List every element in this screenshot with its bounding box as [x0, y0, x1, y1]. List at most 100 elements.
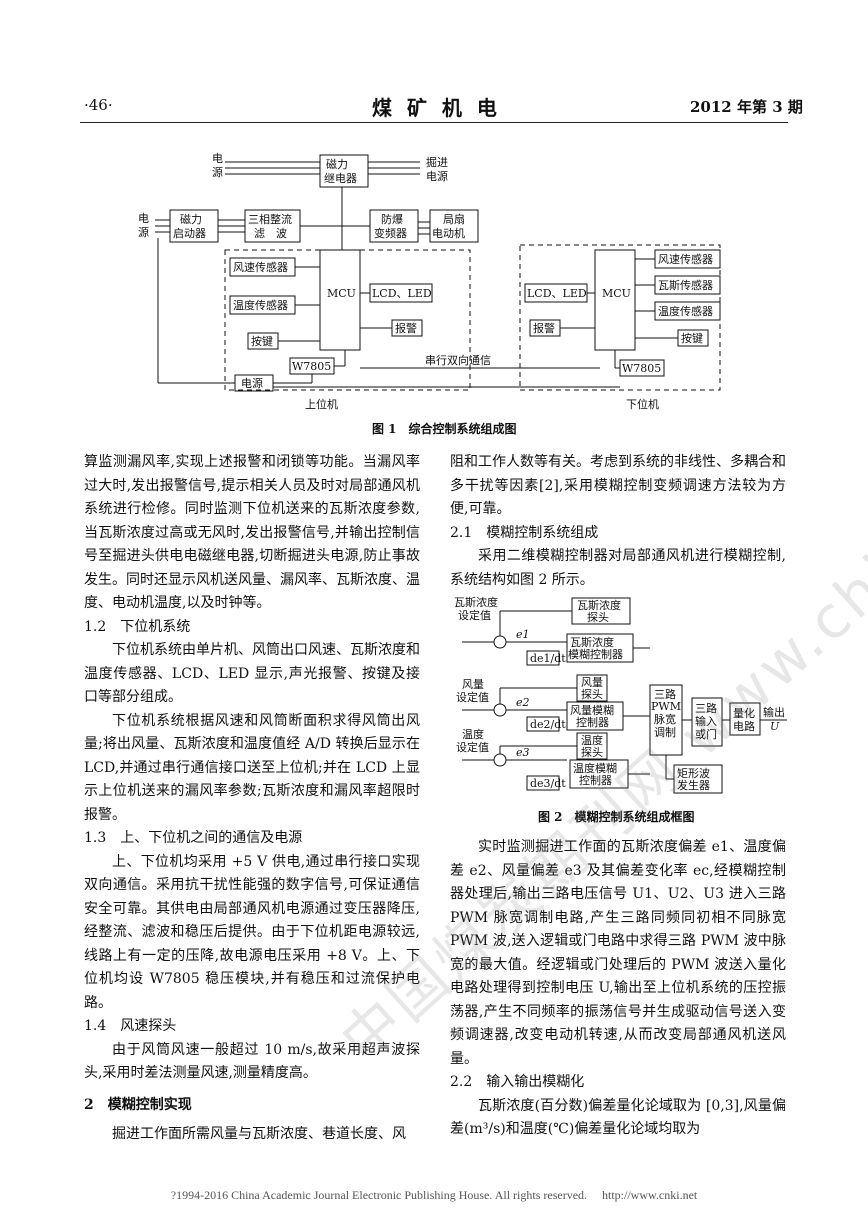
svg-text:控制器: 控制器	[576, 715, 609, 729]
section-heading: 1.2 下位机系统	[84, 618, 191, 635]
figure-1-caption: 图 1 综合控制系统组成图	[372, 422, 517, 436]
svg-text:量化: 量化	[733, 706, 755, 720]
paragraph: 阻和工作人数等有关。考虑到系统的非线性、多耦合和多干扰等因素[2],采用模糊控制…	[450, 454, 786, 517]
svg-text:de2/dt: de2/dt	[530, 718, 566, 731]
svg-text:电动机: 电动机	[432, 226, 465, 240]
svg-text:e3: e3	[516, 746, 530, 759]
svg-text:报警: 报警	[395, 321, 417, 335]
figure-1-diagram: 电 源 磁力 继电器 掘进 电源 电 源 磁力 启动器 三相整流 滤 波 防爆 …	[138, 152, 721, 411]
svg-text:温度传感器: 温度传感器	[658, 304, 713, 318]
svg-text:LCD、LED: LCD、LED	[372, 287, 432, 300]
svg-text:e1: e1	[516, 628, 530, 641]
svg-text:矩形波: 矩形波	[677, 767, 710, 780]
figure-2-caption: 图 2 模糊控制系统组成框图	[538, 810, 695, 824]
svg-text:磁力: 磁力	[326, 158, 348, 171]
svg-text:温度模糊: 温度模糊	[573, 761, 617, 775]
svg-text:变频器: 变频器	[374, 226, 407, 240]
svg-text:电源: 电源	[426, 169, 448, 183]
svg-text:或门: 或门	[695, 727, 717, 741]
svg-text:PWM: PWM	[651, 700, 681, 713]
section-heading: 2.1 模糊控制系统组成	[450, 524, 599, 541]
svg-text:U: U	[770, 720, 780, 733]
right-column-top: 阻和工作人数等有关。考虑到系统的非线性、多耦合和多干扰等因素[2],采用模糊控制…	[450, 451, 786, 592]
svg-text:电源: 电源	[241, 376, 263, 390]
svg-text:风量模糊: 风量模糊	[570, 703, 614, 717]
svg-text:温度: 温度	[462, 727, 484, 741]
paragraph: 由于风筒风速一般超过 10 m/s,故采用超声波探头,采用时差法测量风速,测量精…	[84, 1041, 420, 1082]
svg-text:风量: 风量	[462, 678, 484, 691]
svg-text:瓦斯浓度: 瓦斯浓度	[577, 598, 621, 612]
paragraph: 掘进工作面所需风量与瓦斯浓度、巷道长度、风	[112, 1126, 406, 1142]
journal-title: 煤 矿 机 电	[372, 96, 501, 120]
svg-text:源: 源	[212, 165, 223, 179]
svg-text:de1/dt: de1/dt	[530, 652, 566, 665]
svg-text:de3/dt: de3/dt	[530, 777, 566, 790]
svg-text:MCU: MCU	[602, 287, 631, 300]
svg-text:按键: 按键	[681, 331, 703, 345]
svg-text:按键: 按键	[251, 334, 273, 348]
svg-text:W7805: W7805	[292, 360, 331, 373]
svg-text:设定值: 设定值	[458, 608, 491, 622]
svg-text:LCD、LED: LCD、LED	[527, 287, 587, 300]
paragraph: 下位机系统根据风速和风筒断面积求得风筒出风量;将出风量、瓦斯浓度和温度值经 A/…	[84, 712, 420, 823]
svg-text:三路: 三路	[695, 702, 717, 715]
svg-text:温度: 温度	[581, 733, 603, 747]
svg-text:探头: 探头	[587, 611, 609, 624]
svg-text:上位机: 上位机	[305, 397, 338, 411]
svg-text:输出: 输出	[763, 705, 785, 719]
svg-text:瓦斯浓度: 瓦斯浓度	[454, 595, 498, 609]
svg-text:滤 波: 滤 波	[254, 227, 287, 240]
svg-text:三路: 三路	[654, 688, 676, 701]
svg-text:电路: 电路	[733, 720, 755, 733]
paragraph: 实时监测掘进工作面的瓦斯浓度偏差 e1、温度偏差 e2、风量偏差 e3 及其偏差…	[450, 839, 786, 1067]
paragraph: 瓦斯浓度(百分数)偏差量化论域取为 [0,3],风量偏差(m³/s)和温度(℃)…	[450, 1097, 786, 1138]
svg-text:探头: 探头	[581, 688, 603, 701]
svg-text:启动器: 启动器	[173, 227, 206, 240]
figure-2-diagram: 瓦斯浓度 设定值 e1 瓦斯浓度 探头 瓦斯浓度 模糊控制器 de1/dt 风量…	[454, 595, 787, 794]
paragraph: 采用二维模糊控制器对局部通风机进行模糊控制,系统结构如图 2 所示。	[450, 548, 786, 588]
page-number: ·46·	[84, 96, 113, 114]
svg-text:模糊控制器: 模糊控制器	[568, 647, 623, 661]
svg-text:e2: e2	[516, 696, 530, 709]
svg-text:下位机: 下位机	[626, 397, 659, 411]
svg-text:设定值: 设定值	[456, 690, 489, 704]
header-rule	[80, 122, 788, 123]
svg-text:MCU: MCU	[327, 287, 356, 300]
svg-text:温度传感器: 温度传感器	[233, 298, 288, 312]
svg-text:源: 源	[138, 225, 149, 239]
svg-text:调制: 调制	[654, 726, 676, 739]
svg-text:风量: 风量	[581, 676, 603, 689]
paragraph: 上、下位机均采用 +5 V 供电,通过串行接口实现双向通信。采用抗干扰性能强的数…	[84, 853, 420, 1011]
svg-text:串行双向通信: 串行双向通信	[425, 353, 491, 367]
section-heading: 2.2 输入输出模糊化	[450, 1074, 585, 1090]
power-label-top: 电	[212, 152, 223, 165]
svg-text:风速传感器: 风速传感器	[658, 253, 713, 266]
svg-text:继电器: 继电器	[324, 172, 357, 185]
left-column: 算监测漏风率,实现上述报警和闭锁等功能。当漏风率过大时,发出报警信号,提示相关人…	[84, 451, 420, 1147]
svg-text:防爆: 防爆	[381, 212, 403, 226]
svg-text:控制器: 控制器	[579, 773, 612, 787]
right-column-bottom: 实时监测掘进工作面的瓦斯浓度偏差 e1、温度偏差 e2、风量偏差 e3 及其偏差…	[450, 836, 786, 1142]
svg-text:风速传感器: 风速传感器	[233, 261, 288, 274]
svg-text:发生器: 发生器	[677, 778, 710, 792]
svg-text:三相整流: 三相整流	[248, 212, 292, 226]
svg-text:探头: 探头	[581, 746, 603, 759]
svg-text:瓦斯浓度: 瓦斯浓度	[570, 635, 614, 649]
svg-text:脉宽: 脉宽	[654, 712, 676, 726]
svg-text:W7805: W7805	[622, 362, 661, 375]
section-heading: 2 模糊控制实现	[84, 1096, 192, 1113]
svg-text:瓦斯传感器: 瓦斯传感器	[658, 279, 713, 292]
issue-label: 2012 年第 3 期	[690, 98, 803, 116]
paragraph: 算监测漏风率,实现上述报警和闭锁等功能。当漏风率过大时,发出报警信号,提示相关人…	[84, 454, 420, 611]
copyright-footer: ?1994-2016 China Academic Journal Electr…	[170, 1188, 698, 1202]
svg-text:掘进: 掘进	[426, 155, 448, 169]
svg-text:报警: 报警	[533, 321, 555, 335]
section-heading: 1.4 风速探头	[84, 1018, 177, 1034]
paragraph: 下位机系统由单片机、风筒出口风速、瓦斯浓度和温度传感器、LCD、LED 显示,声…	[84, 642, 420, 705]
svg-text:局扇: 局扇	[443, 212, 465, 226]
svg-text:磁力: 磁力	[180, 213, 202, 226]
svg-text:设定值: 设定值	[456, 740, 489, 754]
svg-text:电: 电	[138, 212, 149, 225]
section-heading: 1.3 上、下位机之间的通信及电源	[84, 830, 303, 846]
svg-text:输入: 输入	[695, 714, 717, 728]
